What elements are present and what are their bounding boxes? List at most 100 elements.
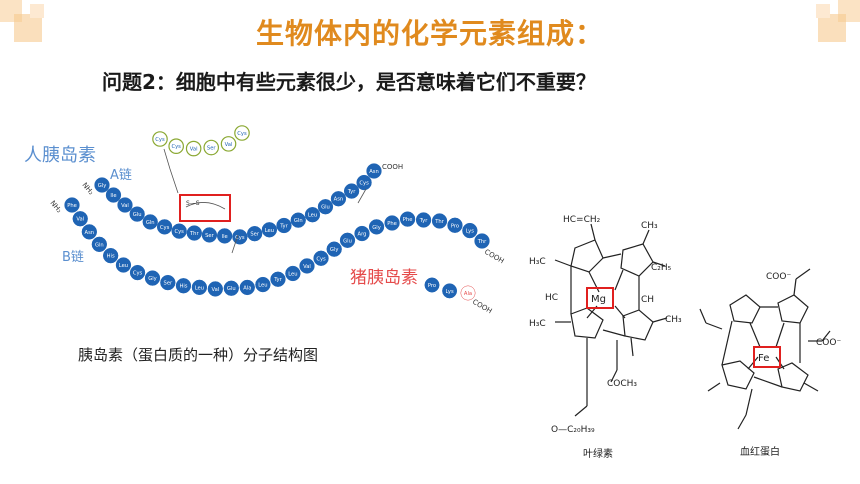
chain-b-bead [474, 233, 490, 249]
chain-a-bead-label: Leu [308, 213, 317, 219]
chain-b-bead-label: Tyr [419, 218, 428, 224]
chain-b-bead [81, 224, 97, 240]
chain-a-bead [290, 212, 306, 228]
heme-metal-fe: Fe [758, 353, 769, 364]
pig-tail-bead [442, 283, 458, 299]
chain-b-bead [91, 236, 107, 252]
chain-b-bead [115, 257, 132, 273]
chain-a-bead [142, 214, 158, 230]
chain-a-bead [343, 183, 360, 199]
chloro-metal-mg: Mg [591, 294, 606, 305]
chloro-h3c-top: H₃C [529, 257, 546, 267]
chain-b-bead-label: Asn [85, 230, 95, 236]
chain-a-bead-label: Cys [160, 225, 170, 231]
chain-a-bead [105, 187, 122, 203]
chain-b-bead-label: Cys [133, 271, 143, 277]
chain-a-bead-label: Asn [369, 169, 379, 175]
top-loop-bead [234, 125, 250, 141]
chain-b-bead [191, 279, 208, 295]
chain-b-bead-label: Val [76, 217, 84, 223]
pig-insulin-label: 猪胰岛素 [350, 268, 418, 288]
chain-b-bead-label: Thr [477, 239, 487, 245]
chain-b-bead [270, 271, 286, 287]
chain-b-bead-label: Phe [403, 217, 413, 223]
chain-a-bead [330, 191, 347, 207]
chain-b-bead [354, 225, 370, 242]
chain-a-bead-label: Glu [321, 205, 330, 211]
chain-b-bead-label: His [107, 254, 115, 260]
chain-b-nh2: NH₂ [48, 199, 63, 214]
chain-a-bead [201, 227, 218, 243]
chain-b-bead-label: Gly [330, 247, 339, 253]
chain-a-bead-label: Ser [205, 233, 214, 239]
highlight-box-fe [753, 346, 781, 368]
chain-a-label: A链 [110, 168, 132, 183]
chain-b-bead [415, 212, 432, 228]
chain-b-bead [64, 197, 80, 213]
corner-decoration-right [816, 0, 860, 42]
chain-a-bead [261, 222, 278, 238]
chain-b-bead-label: Lys [466, 229, 474, 235]
intrachain-disulfide [185, 202, 226, 210]
chain-b-bead-label: Gly [148, 276, 157, 282]
chloro-ester-group: O—C₂₀H₃₉ [551, 425, 595, 435]
chain-a-bead-label: Gly [98, 183, 107, 189]
chain-a-bead [246, 226, 263, 242]
chain-b-bead [175, 278, 192, 294]
chain-b-bead [207, 281, 223, 297]
chlorophyll-label: 叶绿素 [583, 447, 613, 460]
chain-b-bead [223, 280, 239, 296]
chain-a-nh2: NH₂ [80, 181, 95, 196]
chain-b-bead-label: Thr [434, 219, 444, 225]
top-loop-bead-label: Cys [237, 131, 247, 137]
chain-a-bead-label: Ser [250, 232, 259, 238]
chain-a-bead [317, 199, 334, 215]
chain-a-bead-label: Asn [334, 197, 344, 203]
chain-b-bead [339, 232, 356, 248]
disulfide-bond-a-b-2 [357, 188, 367, 204]
chloro-cooch3-group: COCH₃ [607, 379, 637, 389]
chain-b-bead-label: Glu [227, 286, 236, 292]
pig-tail-bead-label: Lys [445, 289, 453, 295]
chain-b-bead-label: Phe [67, 203, 77, 209]
top-loop-bead [203, 139, 220, 156]
chain-a-bead-label: Glu [133, 212, 142, 218]
chain-b-bead-label: Val [303, 264, 311, 270]
chain-b-bead-label: Tyr [273, 277, 282, 283]
top-loop-bead [185, 140, 202, 157]
top-loop-bead-label: Val [225, 142, 233, 148]
highlight-box-mg [586, 287, 614, 309]
chain-b-bead-label: Glu [343, 238, 352, 244]
chain-a-bead [156, 219, 173, 235]
chlorophyll-structure: HC=CH₂ CH₃ C₂H₅ H₃C HC CH H₃C CH₃ COCH₃ … [529, 215, 682, 460]
chain-b-bead [368, 219, 385, 235]
chain-b-bead-label: Leu [288, 271, 297, 277]
human-insulin-label: 人胰岛素 [24, 145, 96, 166]
chain-a-bead [117, 197, 133, 213]
chain-b-bead [144, 270, 161, 286]
chain-a-bead-label: Thr [189, 231, 199, 237]
corner-decoration-left [0, 0, 44, 42]
question-text: 问题2：细胞中有些元素很少，是否意味着它们不重要？ [102, 70, 596, 94]
chloro-vinyl-group: HC=CH₂ [563, 215, 601, 225]
top-loop-bead-label: Ser [207, 146, 216, 152]
chain-b-bead [462, 222, 478, 239]
chain-b-bead [313, 250, 329, 266]
heme-structure: COO⁻ COO⁻ Fe 血红蛋白 [699, 268, 841, 458]
chain-a-bead [186, 225, 202, 241]
chain-a-bead [304, 207, 321, 223]
chloro-ch-group: CH [641, 295, 654, 305]
chain-a-bead-label: Val [121, 203, 129, 209]
chloro-ch3-right: CH₃ [665, 315, 682, 325]
disulfide-bond-a-b-1 [231, 234, 239, 254]
chloro-hc-group: HC [545, 293, 558, 303]
chain-a-bead-label: Gln [294, 218, 303, 224]
chain-b-bead [447, 217, 463, 233]
chain-a-bead [366, 163, 382, 179]
highlight-box-disulfide [179, 194, 231, 222]
chain-b-bead-label: Phe [387, 221, 397, 227]
chain-b-bead [239, 279, 255, 296]
chain-a-bead [356, 174, 372, 191]
chain-b-bead-label: Ala [243, 285, 251, 291]
